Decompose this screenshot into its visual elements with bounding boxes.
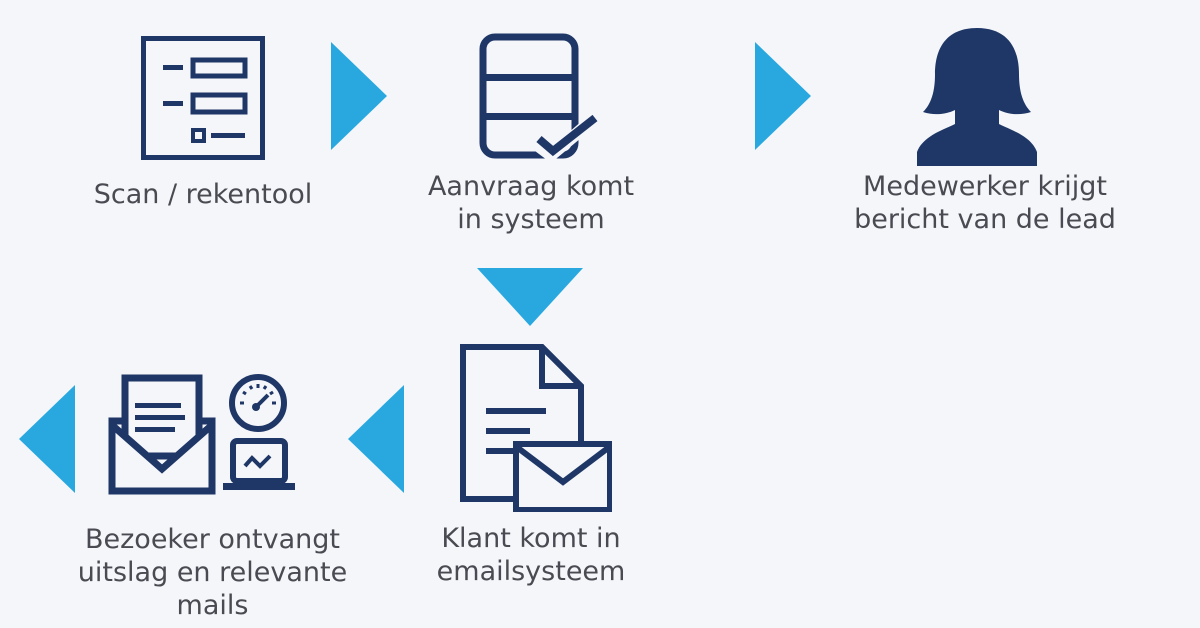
- document-mail-icon: [460, 344, 612, 512]
- step-label-aanvraag: Aanvraag komt in systeem: [427, 171, 635, 235]
- database-check-icon: [479, 33, 599, 163]
- person-icon: [917, 28, 1037, 166]
- arrow-down-icon: [477, 268, 583, 326]
- step-label-klant: Klant komt in emailsysteem: [436, 523, 626, 587]
- arrow-right-icon: [755, 42, 811, 150]
- step-label-scan: Scan / rekentool: [93, 179, 313, 210]
- step-label-medewerker: Medewerker krijgt bericht van de lead: [854, 171, 1116, 235]
- arrow-left-icon: [348, 385, 404, 493]
- arrow-left-icon: [19, 385, 75, 493]
- mail-speedometer-icon: [108, 374, 295, 495]
- step-label-bezoeker: Bezoeker ontvangt uitslag en relevante m…: [77, 524, 348, 621]
- form-icon: [141, 36, 265, 160]
- arrow-right-icon: [331, 42, 387, 150]
